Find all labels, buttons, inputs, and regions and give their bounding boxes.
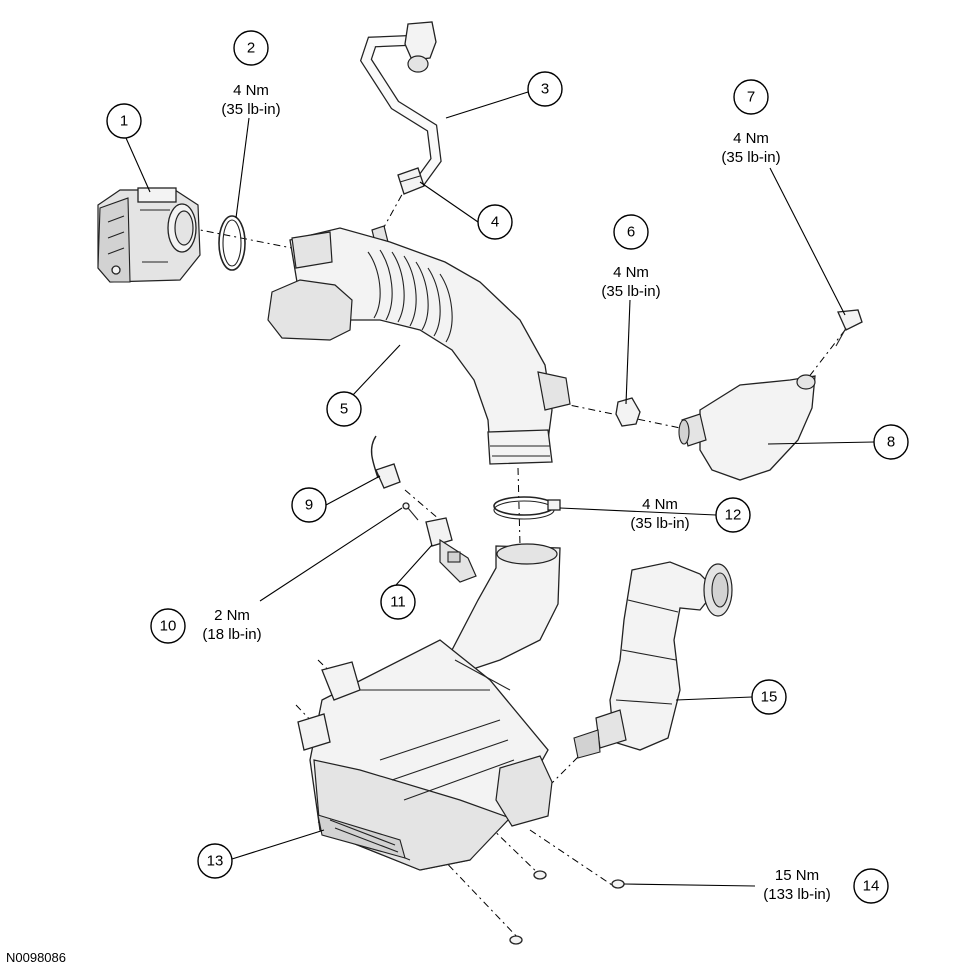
sensor-screw	[402, 502, 419, 521]
callout-6: 6	[613, 214, 649, 250]
throttle-body	[97, 187, 201, 283]
svg-text:(18 lb-in): (18 lb-in)	[202, 626, 261, 643]
svg-text:4: 4	[491, 214, 499, 231]
svg-text:4 Nm: 4 Nm	[233, 82, 269, 99]
callout-3: 3	[527, 71, 563, 107]
svg-text:2: 2	[247, 40, 255, 57]
callout-11: 11	[380, 584, 416, 620]
callout-2: 2	[233, 30, 269, 66]
callout-13: 13	[197, 843, 233, 879]
svg-text:13: 13	[207, 853, 224, 870]
svg-text:15 Nm: 15 Nm	[775, 867, 819, 884]
fresh-air-duct	[573, 561, 733, 759]
svg-text:(35 lb-in): (35 lb-in)	[721, 149, 780, 166]
svg-text:9: 9	[305, 497, 313, 514]
svg-text:4 Nm: 4 Nm	[642, 496, 678, 513]
hose-clamp	[493, 496, 561, 520]
torque-spec-12: 4 Nm (35 lb-in)	[630, 496, 689, 532]
svg-text:4 Nm: 4 Nm	[733, 130, 769, 147]
svg-text:(35 lb-in): (35 lb-in)	[601, 283, 660, 300]
svg-text:11: 11	[390, 594, 406, 611]
svg-text:12: 12	[725, 507, 742, 524]
svg-text:(35 lb-in): (35 lb-in)	[221, 101, 280, 118]
torque-spec-14: 15 Nm (133 lb-in)	[763, 867, 831, 903]
housing-fasteners	[509, 870, 625, 945]
svg-text:6: 6	[627, 224, 635, 241]
intake-duct	[267, 227, 571, 465]
svg-text:1: 1	[120, 113, 128, 130]
callout-8: 8	[873, 424, 909, 460]
hose-end	[370, 435, 401, 489]
svg-text:(133 lb-in): (133 lb-in)	[763, 886, 831, 903]
svg-text:14: 14	[863, 878, 880, 895]
resonator	[678, 374, 816, 481]
torque-spec-6: 4 Nm (35 lb-in)	[601, 264, 660, 300]
svg-text:2 Nm: 2 Nm	[214, 607, 250, 624]
svg-text:8: 8	[887, 434, 895, 451]
svg-text:(35 lb-in): (35 lb-in)	[630, 515, 689, 532]
torque-spec-10: 2 Nm (18 lb-in)	[202, 607, 261, 643]
torque-spec-2: 4 Nm (35 lb-in)	[221, 82, 280, 118]
callout-7: 7	[733, 79, 769, 115]
vacuum-hose	[359, 21, 442, 186]
svg-text:5: 5	[340, 401, 348, 418]
callout-4: 4	[477, 204, 513, 240]
svg-text:3: 3	[541, 81, 549, 98]
svg-text:7: 7	[747, 89, 755, 106]
maf-sensor	[425, 517, 477, 583]
leader-lines	[125, 91, 875, 887]
callout-9: 9	[291, 487, 327, 523]
callout-12: 12	[715, 497, 751, 533]
svg-text:15: 15	[761, 689, 778, 706]
callout-5: 5	[326, 391, 362, 427]
svg-text:4 Nm: 4 Nm	[613, 264, 649, 281]
reference-code: N0098086	[6, 950, 66, 965]
callout-10: 10	[150, 608, 186, 644]
callout-1: 1	[106, 103, 142, 139]
air-cleaner-housing	[297, 543, 561, 871]
callout-15: 15	[751, 679, 787, 715]
hose-connector	[371, 167, 425, 247]
callout-14: 14	[853, 868, 889, 904]
svg-text:10: 10	[160, 618, 177, 635]
torque-spec-7: 4 Nm (35 lb-in)	[721, 130, 780, 166]
duct-clamp	[615, 397, 641, 427]
throttle-gasket	[218, 215, 246, 271]
bolt	[835, 309, 863, 347]
